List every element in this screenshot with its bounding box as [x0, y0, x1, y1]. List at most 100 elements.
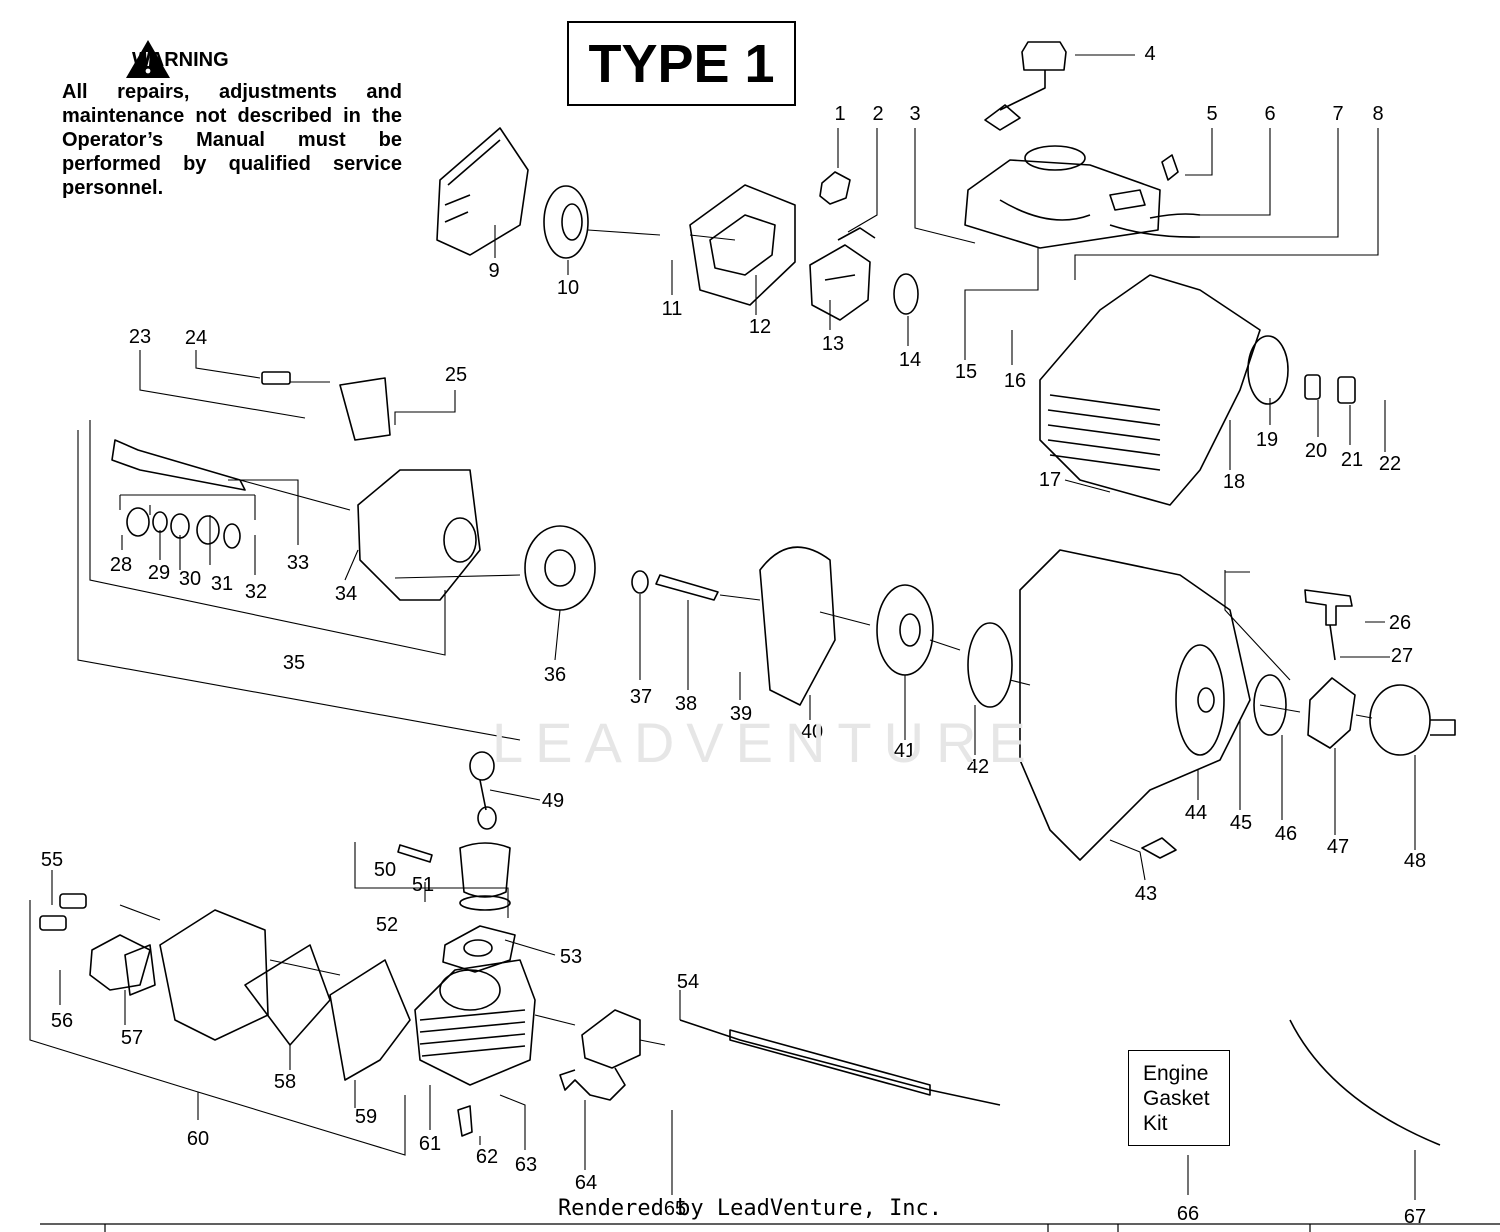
callout-46: 46 [1275, 823, 1297, 845]
part-60-muffler [159, 909, 269, 1041]
part-6-tank [964, 159, 1161, 249]
part-9-cover [436, 127, 529, 256]
part-28 [126, 507, 150, 537]
callout-38: 38 [675, 693, 697, 715]
callout-37: 37 [630, 686, 652, 708]
callout-27: 27 [1391, 645, 1413, 667]
kit-label-line: Kit [1143, 1112, 1168, 1135]
callout-16: 16 [1004, 370, 1026, 392]
part-29 [152, 511, 168, 533]
callout-42: 42 [967, 756, 989, 778]
part-32 [223, 523, 241, 549]
part-33-shaft [111, 439, 246, 491]
callout-63: 63 [515, 1154, 537, 1176]
callout-22: 22 [1379, 453, 1401, 475]
callout-36: 36 [544, 664, 566, 686]
callout-43: 43 [1135, 883, 1157, 905]
footer-credit: Rendered by LeadVenture, Inc. [557, 1196, 943, 1221]
callout-12: 12 [749, 316, 771, 338]
callout-24: 24 [185, 327, 207, 349]
callout-9: 9 [488, 260, 499, 282]
callout-64: 64 [575, 1172, 597, 1194]
callout-60: 60 [187, 1128, 209, 1150]
callout-1: 1 [834, 103, 845, 125]
callout-3: 3 [909, 103, 920, 125]
callout-8: 8 [1372, 103, 1383, 125]
kit-label-line: Engine [1143, 1062, 1209, 1085]
part-67-cable [1289, 1019, 1441, 1146]
callout-32: 32 [245, 581, 267, 603]
callout-48: 48 [1404, 850, 1426, 872]
callout-55: 55 [41, 849, 63, 871]
callout-34: 34 [335, 583, 357, 605]
part-13-carburetor [809, 244, 871, 321]
type-label: TYPE 1 [567, 21, 796, 106]
callout-10: 10 [557, 277, 579, 299]
callout-11: 11 [662, 298, 683, 320]
callout-25: 25 [445, 364, 467, 386]
part-41-pulley [876, 584, 934, 676]
part-10-filter [543, 185, 589, 259]
callout-50: 50 [374, 859, 396, 881]
part-51-piston [459, 842, 511, 898]
part-24 [261, 371, 291, 385]
callout-39: 39 [730, 703, 752, 725]
part-18-shroud [1039, 274, 1261, 506]
watermark: LEADVENTURE [492, 711, 1038, 774]
callout-62: 62 [476, 1146, 498, 1168]
part-58 [244, 944, 331, 1046]
callout-21: 21 [1341, 449, 1363, 471]
callout-28: 28 [110, 554, 132, 576]
part-47 [1307, 677, 1356, 749]
callout-29: 29 [148, 562, 170, 584]
callout-67: 67 [1404, 1206, 1426, 1228]
callout-59: 59 [355, 1106, 377, 1128]
part-46 [1253, 674, 1287, 736]
callout-13: 13 [822, 333, 844, 355]
callout-52: 52 [376, 914, 398, 936]
callout-20: 20 [1305, 440, 1327, 462]
part-38-pin [655, 574, 719, 601]
part-31 [196, 515, 220, 545]
part-54-wire [679, 1019, 1001, 1106]
callout-56: 56 [51, 1010, 73, 1032]
callout-54: 54 [677, 971, 699, 993]
warning-title: WARNING [132, 49, 229, 71]
part-20 [1304, 374, 1321, 400]
warning-icon [126, 40, 170, 78]
part-34-crankcase [357, 469, 481, 601]
part-30 [170, 513, 190, 539]
part-52-ring [459, 895, 511, 911]
part-25-bracket [339, 377, 391, 441]
callout-49: 49 [542, 790, 564, 812]
callout-66: 66 [1177, 1203, 1199, 1225]
callout-19: 19 [1256, 429, 1278, 451]
engine-gasket-kit-box: Engine Gasket Kit [1128, 1050, 1230, 1146]
callout-6: 6 [1264, 103, 1275, 125]
part-37-washer [631, 570, 649, 594]
callout-41: 41 [894, 740, 916, 762]
callout-31: 31 [211, 573, 233, 595]
kit-label-line: Gasket [1143, 1087, 1210, 1110]
callout-47: 47 [1327, 836, 1349, 858]
part-26-handle [1304, 589, 1353, 626]
part-40-plate [759, 546, 836, 706]
part-53-gasket [442, 925, 516, 973]
callout-35: 35 [283, 652, 305, 674]
callout-2: 2 [872, 103, 883, 125]
warning-notice: WARNING All repairs, adjustments and mai… [62, 40, 402, 200]
part-48-clutch-drum [1369, 684, 1431, 756]
callout-61: 61 [419, 1133, 441, 1155]
part-57 [124, 944, 156, 996]
callout-44: 44 [1185, 802, 1207, 824]
callout-33: 33 [287, 552, 309, 574]
warning-text: All repairs, adjustments and maintenance… [62, 81, 402, 199]
callout-23: 23 [129, 326, 151, 348]
part-1 [819, 171, 851, 205]
callout-7: 7 [1332, 103, 1343, 125]
callout-26: 26 [1389, 612, 1411, 634]
part-36-flywheel [524, 525, 596, 611]
callout-65: 65 [664, 1198, 686, 1220]
